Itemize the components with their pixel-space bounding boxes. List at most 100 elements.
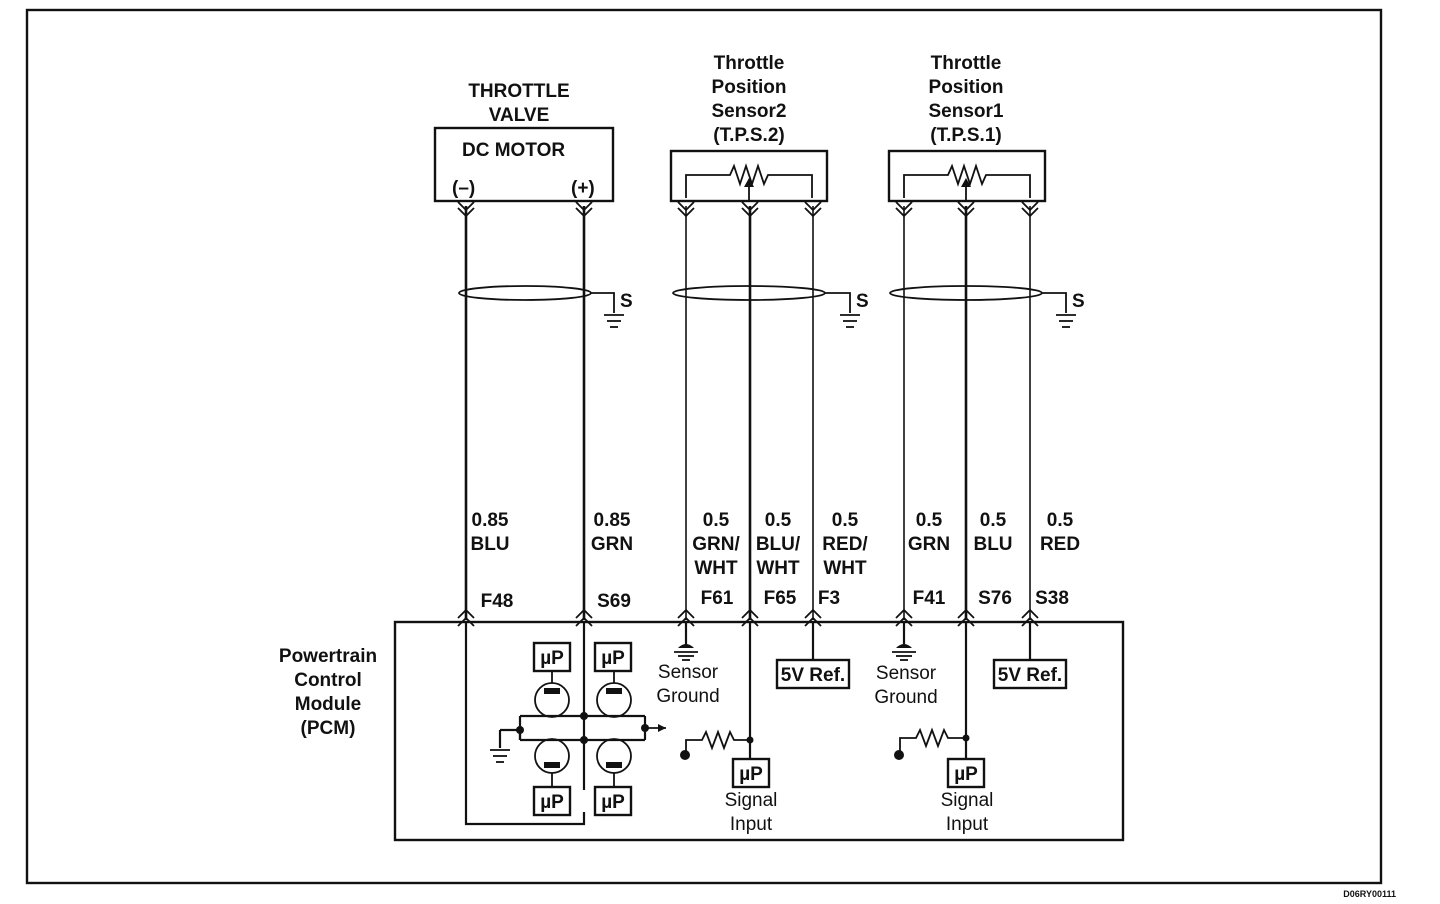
tps2-title-1: Throttle [714,53,785,74]
wire-4-color-1: RED/ [822,534,868,555]
wire-labels: 0.85 BLU F48 0.85 GRN S69 0.5 GRN/ WHT F… [470,510,1080,612]
connector-top-icon [1021,207,1039,218]
connector-bottom-icon [895,608,913,619]
tps1: Throttle Position Sensor1 (T.P.S.1) [887,53,1047,203]
connector-bottom-icon [1021,608,1039,619]
wire-6-pin: S76 [978,588,1012,609]
shield-drain [825,292,851,313]
wire-2-gauge: 0.5 [703,510,730,531]
connector-bottom-icon [957,616,975,627]
ref-5v-label: 5V Ref. [781,665,845,686]
wire-7-pin: S38 [1035,588,1069,609]
shield-drain [591,292,615,313]
connector-top-icon [804,201,822,212]
tps2-box [669,149,829,203]
tps2-title-4: (T.P.S.2) [713,125,784,146]
wire-5-pin: F41 [913,588,946,609]
up-box [532,785,572,817]
wire-7-gauge: 0.5 [1047,510,1074,531]
wire-6 [957,201,975,627]
connector-top-icon [741,207,759,218]
wire-3-pin: F65 [764,588,797,609]
ref-5v-box [775,658,851,690]
output-arrow-icon [658,724,666,732]
up-box [946,757,986,789]
wire-3-color-2: WHT [756,558,800,579]
outer-frame [25,8,1383,885]
shield-drain [1042,292,1067,313]
throttle-valve: THROTTLE VALVE DC MOTOR (–) (+) [433,81,615,203]
node-dot [580,712,588,720]
wire-2-pin: F61 [701,588,734,609]
wire-1-pin: S69 [597,591,631,612]
tps2-wiper-arrow-icon [744,178,754,187]
pcm-title-3: Module [295,694,362,715]
pull-resistor [899,727,966,754]
wire-4 [804,201,822,627]
up-label: µP [954,764,978,785]
ref-5v-label: 5V Ref. [998,665,1062,686]
connector-bottom-icon [575,616,593,627]
throttle-valve-title-1: THROTTLE [468,81,569,102]
connector-top-icon [804,207,822,218]
sensor-ground-label-1: Sensor [876,663,937,684]
connector-top-icon [457,201,475,212]
terminal-dot [894,750,904,760]
wire-5 [895,201,913,627]
wire-0-color: BLU [470,534,509,555]
up-box [593,785,633,817]
connector-bottom-icon [804,616,822,627]
transistor-gate-icon [544,762,560,768]
diagram-code: D06RY00111 [1343,889,1396,899]
connector-top-icon [677,207,695,218]
wire-0-pin: F48 [481,591,514,612]
connector-bottom-icon [457,608,475,619]
ref-5v-box [992,658,1068,690]
tps1-box [887,149,1047,203]
connector-bottom-icon [741,608,759,619]
wire-4-pin: F3 [818,588,840,609]
connector-bottom-icon [895,616,913,627]
signal-input-label-2: Input [730,814,773,835]
tps2-title-3: Sensor2 [712,101,787,122]
throttle-valve-title-2: VALVE [489,105,550,126]
pcm-box [393,620,1125,842]
connector-top-icon [575,201,593,212]
up-box [593,641,633,673]
connector-top-icon [575,207,593,218]
connector-bottom-icon [741,616,759,627]
wires [457,201,1039,627]
pull-resistor [685,729,750,754]
shield-label: S [1072,291,1085,312]
shield-label: S [856,291,869,312]
wire-2-color-2: WHT [694,558,738,579]
transistor-gate-icon [544,688,560,694]
sensor-ground-label-1: Sensor [658,662,719,683]
pcm: Powertrain Control Module (PCM) [279,620,1125,842]
signal-input-label-1: Signal [725,790,778,811]
wire-4-color-2: WHT [823,558,867,579]
tps1-resistor [903,163,1031,198]
wire-7 [1021,201,1039,627]
connector-bottom-icon [677,608,695,619]
wire-1-color: GRN [591,534,633,555]
sensor-ground-icon [896,644,912,648]
up-label: µP [601,648,625,669]
node-dot [580,736,588,744]
connector-bottom-icon [575,608,593,619]
wire-0 [457,201,475,627]
shield-2: S [889,285,1085,328]
connector-bottom-icon [957,608,975,619]
sensor-ground-label-2: Ground [874,687,937,708]
connector-top-icon [895,201,913,212]
wire-5-color: GRN [908,534,950,555]
tps1-pcm-circuit: Sensor Ground µP Signal Input 5V Ref. [874,622,1068,835]
terminal-dot [680,750,690,760]
connector-bottom-icon [804,608,822,619]
shield-ellipse [458,285,592,301]
connector-top-icon [677,201,695,212]
shield-label: S [620,291,633,312]
wire-1 [575,201,593,627]
